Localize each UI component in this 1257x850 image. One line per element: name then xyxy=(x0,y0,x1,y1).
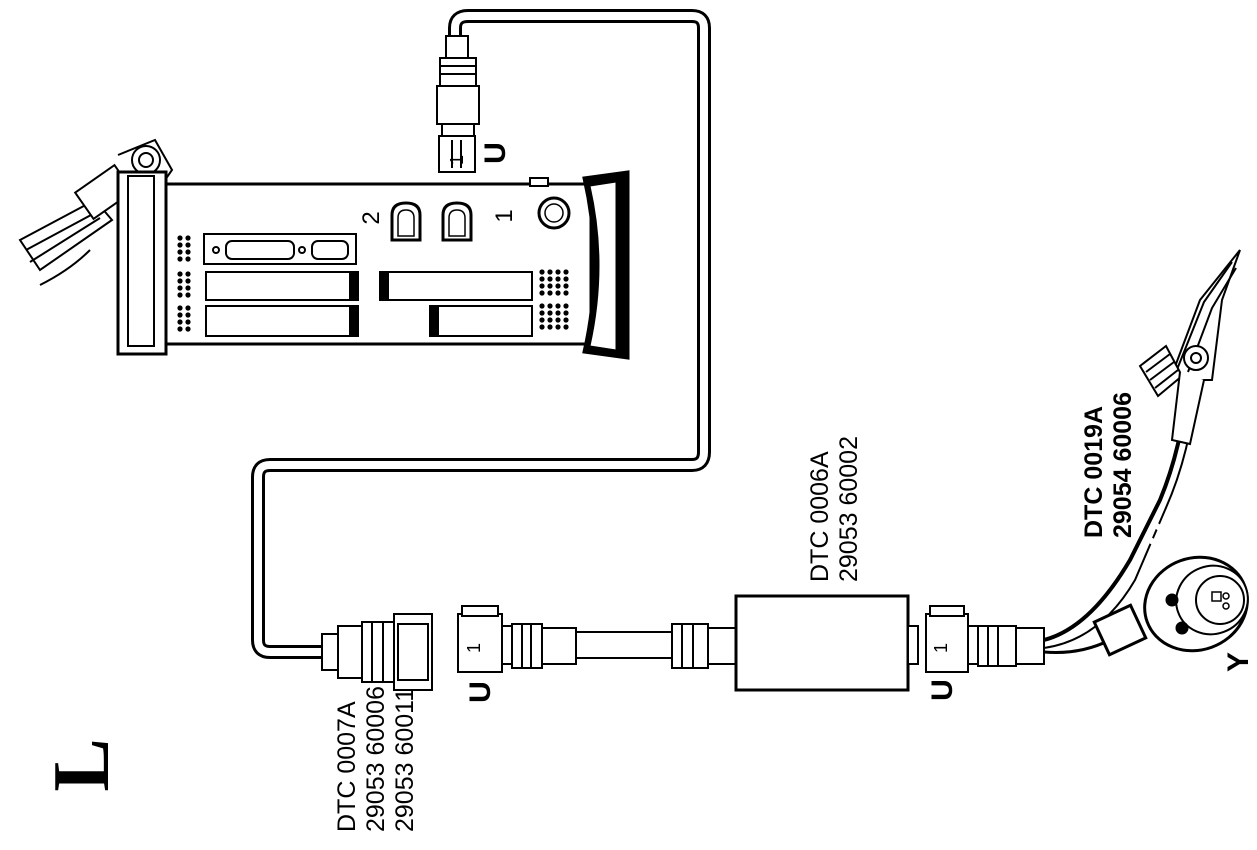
vent-dot xyxy=(563,290,569,296)
round-connector-y-label: Y xyxy=(1222,652,1255,672)
vent-dot xyxy=(177,271,183,277)
vent-dot xyxy=(177,278,183,284)
vent-dot xyxy=(539,290,545,296)
vent-dot xyxy=(185,285,191,291)
adapter-dtc-0007a xyxy=(321,613,433,691)
vent-dot xyxy=(177,235,183,241)
vent-dot xyxy=(185,292,191,298)
vent-dot xyxy=(539,269,545,275)
top-plug-pin-label: 1 xyxy=(447,155,467,165)
top-plug-u-label: U xyxy=(479,142,512,164)
vent-dot xyxy=(539,303,545,309)
vent-grids xyxy=(177,235,569,332)
vent-dot xyxy=(563,269,569,275)
vent-dot xyxy=(563,324,569,330)
handle-cable xyxy=(18,138,174,286)
vent-dot xyxy=(547,269,553,275)
right-plug-u-label: U xyxy=(926,679,959,701)
vent-dot xyxy=(547,317,553,323)
vent-dot xyxy=(555,324,561,330)
vent-dot xyxy=(555,303,561,309)
vent-dot xyxy=(185,305,191,311)
port-1 xyxy=(441,201,473,242)
vent-dot xyxy=(539,317,545,323)
figure-letter: L xyxy=(38,738,126,791)
vent-dot xyxy=(177,242,183,248)
vent-dot xyxy=(539,283,545,289)
vent-dot xyxy=(563,310,569,316)
vent-dot xyxy=(547,310,553,316)
vent-dot xyxy=(185,235,191,241)
unit-knob xyxy=(537,196,571,230)
dtc-0019a-label-line-2: 29054 60006 xyxy=(1109,392,1137,538)
vent-dot xyxy=(177,305,183,311)
vent-dot xyxy=(185,312,191,318)
vent-dot xyxy=(555,290,561,296)
dtc-0006a-label-line-1: DTC 0006A xyxy=(806,451,834,582)
unit-face-slots xyxy=(203,233,533,337)
vent-dot xyxy=(177,285,183,291)
vent-dot xyxy=(547,290,553,296)
vent-dot xyxy=(563,317,569,323)
vent-dot xyxy=(555,317,561,323)
adapter-dtc-0006a-box xyxy=(734,594,919,692)
vent-dot xyxy=(177,292,183,298)
vent-dot xyxy=(177,256,183,262)
port-2-label: 2 xyxy=(358,211,385,224)
vent-dot xyxy=(563,276,569,282)
dtc-0007a-label-line-2: 29053 60006 xyxy=(362,686,390,832)
vent-dot xyxy=(547,283,553,289)
vent-dot xyxy=(185,256,191,262)
vent-dot xyxy=(185,271,191,277)
vent-dot xyxy=(177,319,183,325)
dtc-0006a-label-line-2: 29053 60002 xyxy=(835,436,863,582)
dtc-0007a-label-line-1: DTC 0007A xyxy=(333,701,361,832)
middle-plug-u-label: U xyxy=(464,681,497,703)
vent-dot xyxy=(555,269,561,275)
round-connector-y xyxy=(1092,555,1249,657)
vent-dot xyxy=(547,324,553,330)
alligator-clip xyxy=(1138,249,1241,446)
vent-dot xyxy=(177,249,183,255)
vent-dot xyxy=(555,276,561,282)
port-1-label: 1 xyxy=(491,209,518,222)
top-plug-u xyxy=(436,35,480,173)
vent-dot xyxy=(555,283,561,289)
mid-cable xyxy=(575,623,737,669)
port-2 xyxy=(390,201,422,242)
vent-dot xyxy=(185,326,191,332)
vent-dot xyxy=(177,312,183,318)
dtc-0007a-label-line-3: 29053 60011 xyxy=(391,688,419,832)
right-plug-u xyxy=(925,605,1045,673)
vent-dot xyxy=(177,326,183,332)
vent-dot xyxy=(555,310,561,316)
vent-dot xyxy=(547,303,553,309)
vent-dot xyxy=(539,310,545,316)
vent-dot xyxy=(185,242,191,248)
vent-dot xyxy=(539,276,545,282)
main-cable xyxy=(251,9,711,659)
vent-dot xyxy=(539,324,545,330)
vent-dot xyxy=(185,319,191,325)
middle-plug-pin-label: 1 xyxy=(464,643,484,653)
middle-plug-u xyxy=(457,605,577,673)
right-plug-pin-label: 1 xyxy=(931,643,951,653)
vent-dot xyxy=(563,303,569,309)
vent-dot xyxy=(185,249,191,255)
vent-dot xyxy=(563,283,569,289)
vent-dot xyxy=(547,276,553,282)
dtc-0019a-label-line-1: DTC 0019A xyxy=(1080,406,1108,538)
vent-dot xyxy=(185,278,191,284)
